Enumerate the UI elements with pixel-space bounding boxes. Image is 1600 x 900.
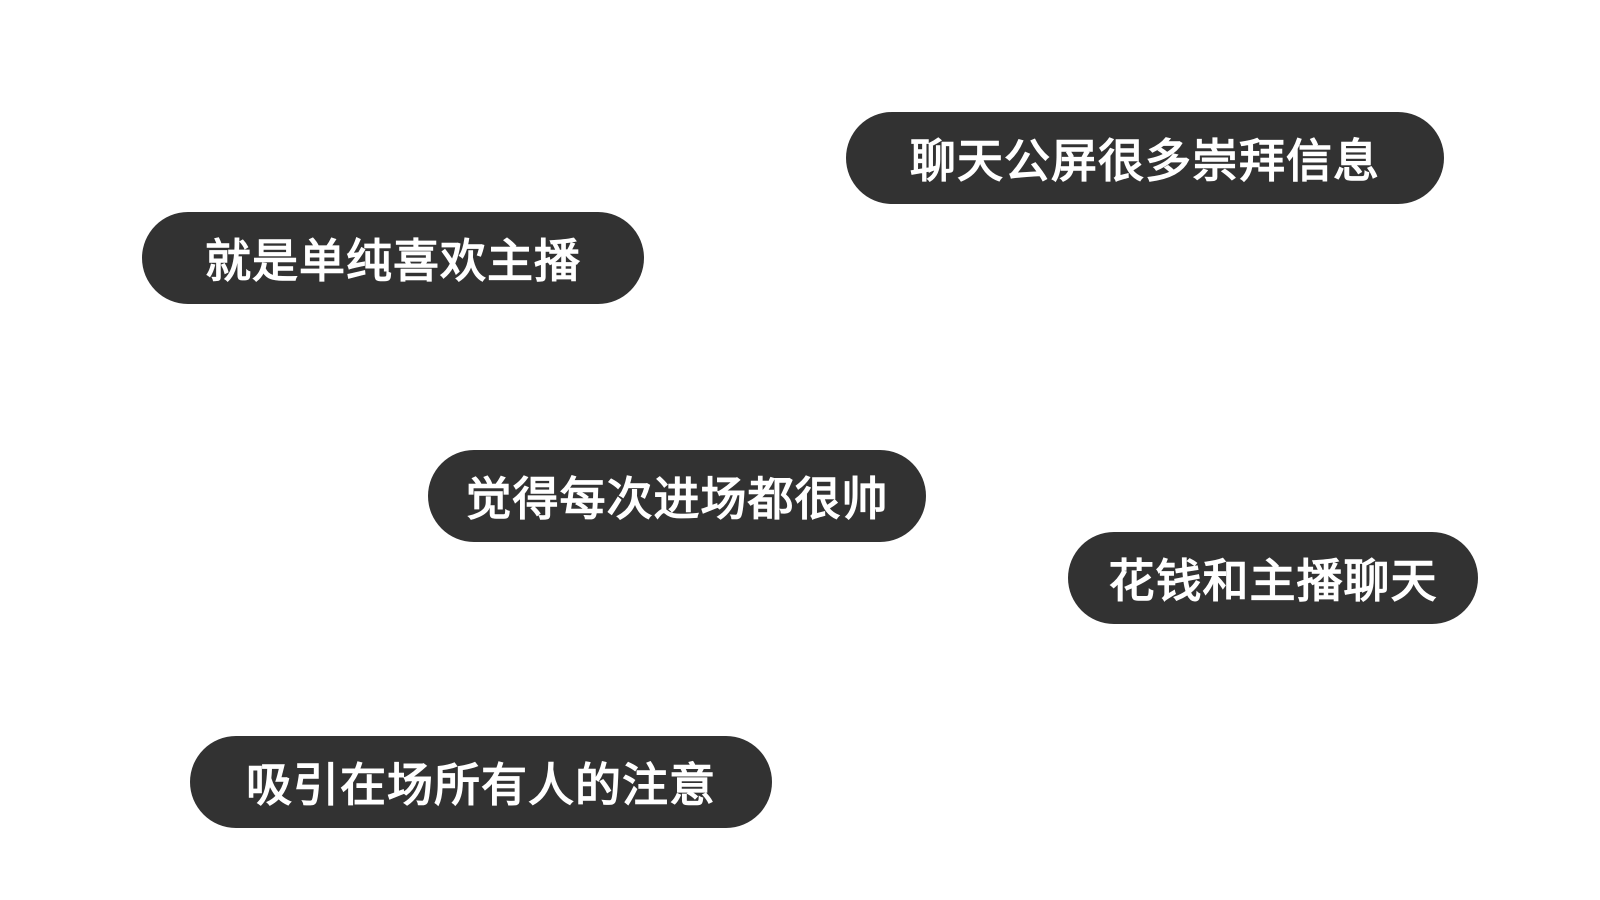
comment-bubble: 吸引在场所有人的注意 [190, 736, 772, 828]
comment-text: 吸引在场所有人的注意 [246, 758, 716, 812]
comment-bubble: 花钱和主播聊天 [1068, 532, 1478, 624]
comment-bubble: 觉得每次进场都很帅 [428, 450, 926, 542]
comment-text: 就是单纯喜欢主播 [205, 234, 581, 288]
comment-text: 觉得每次进场都很帅 [465, 472, 889, 526]
comment-bubble: 就是单纯喜欢主播 [142, 212, 644, 304]
comment-bubble: 聊天公屏很多崇拜信息 [846, 112, 1444, 204]
comment-text: 聊天公屏很多崇拜信息 [910, 134, 1380, 188]
comment-text: 花钱和主播聊天 [1108, 554, 1438, 608]
